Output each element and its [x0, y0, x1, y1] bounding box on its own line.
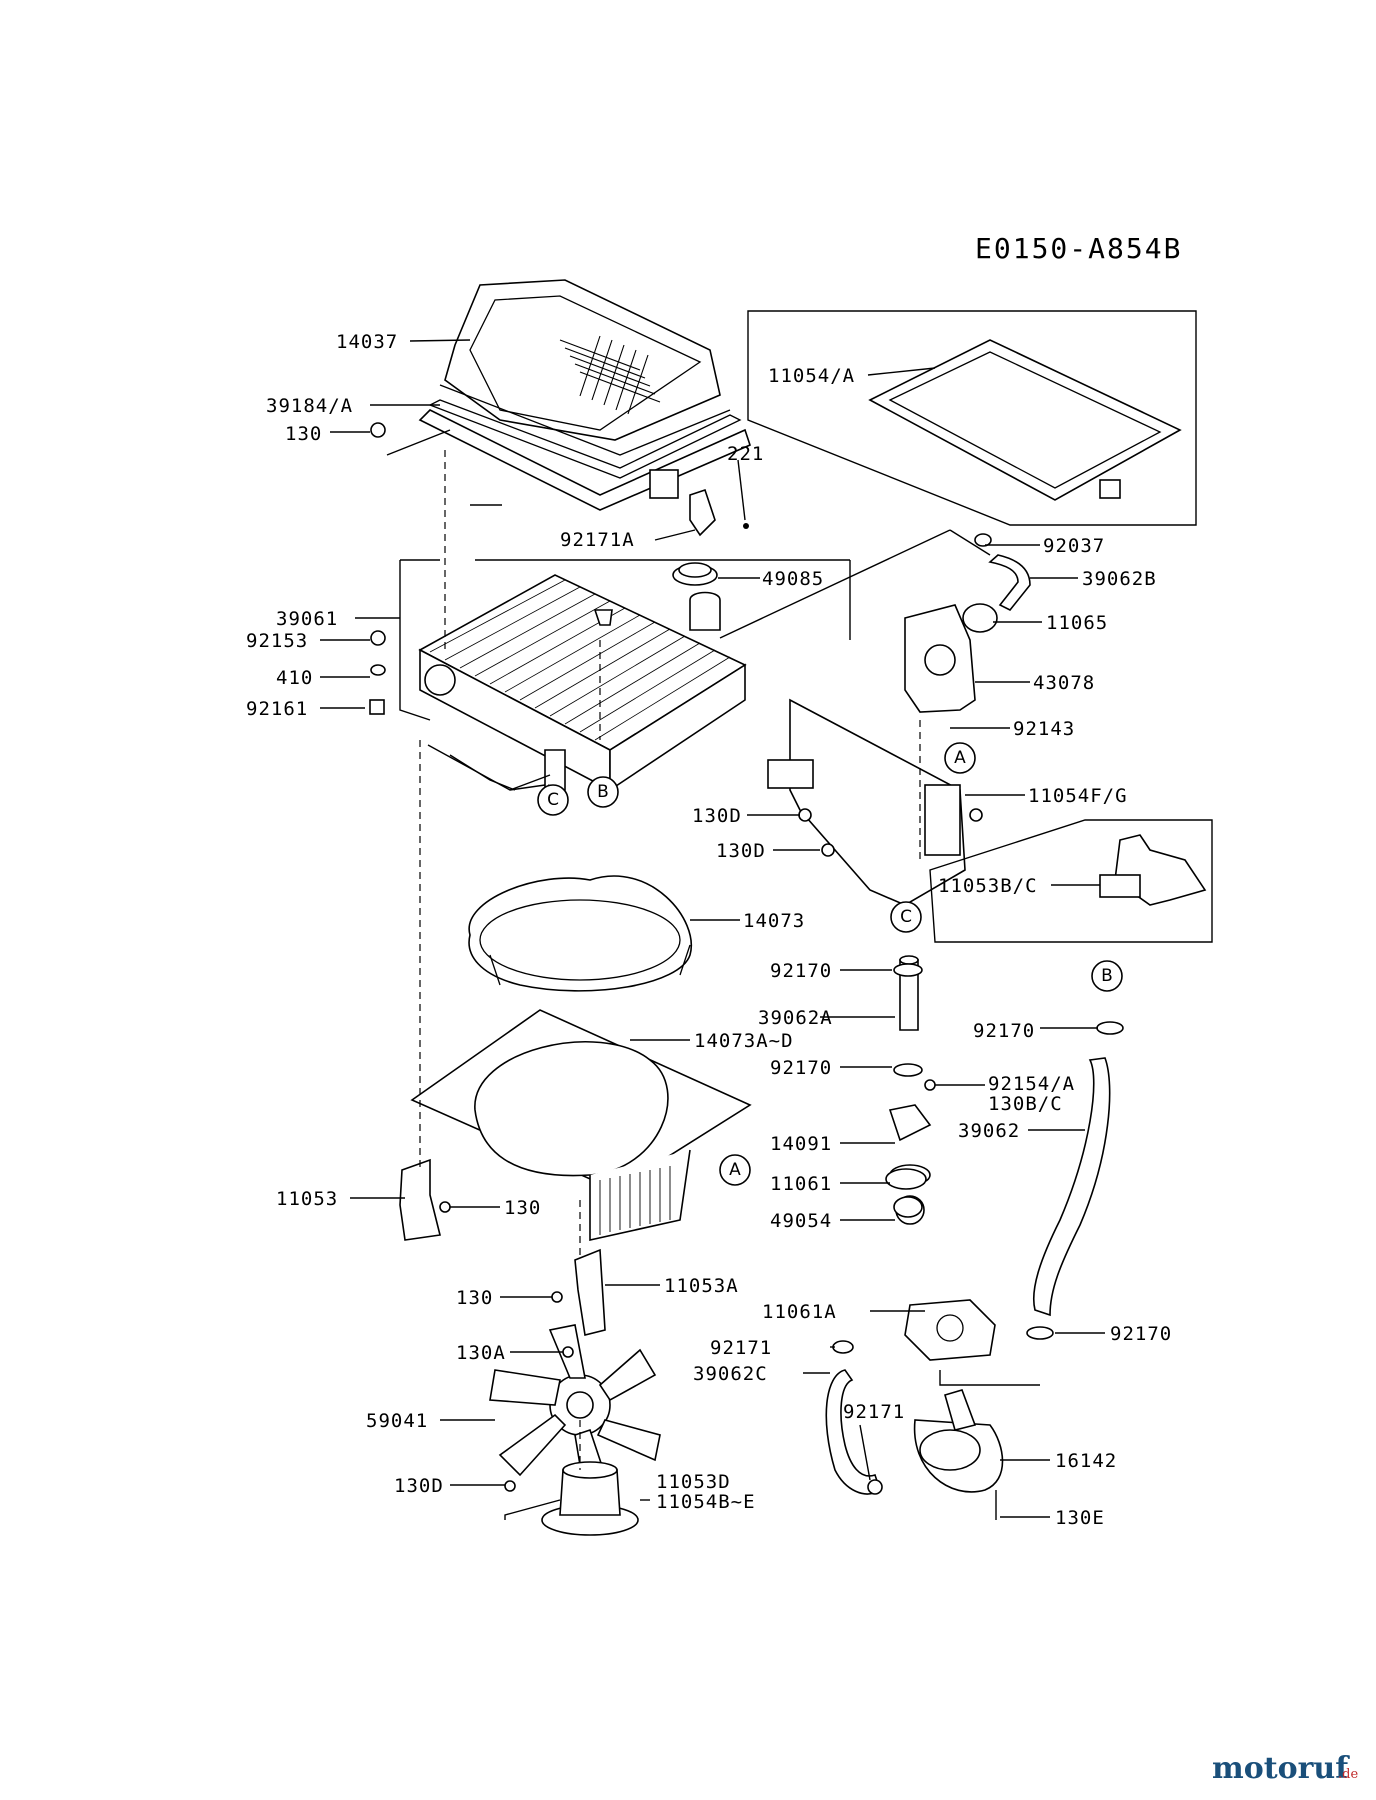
label-16142: 16142 — [1055, 1450, 1117, 1472]
label-130D-3: 130D — [394, 1475, 444, 1497]
label-130-top: 130 — [285, 423, 322, 445]
label-11061: 11061 — [770, 1173, 832, 1195]
label-92171A: 92171A — [560, 529, 635, 551]
label-43078: 43078 — [1033, 672, 1095, 694]
label-39062: 39062 — [958, 1120, 1020, 1142]
label-14073: 14073 — [743, 910, 805, 932]
label-49054: 49054 — [770, 1210, 832, 1232]
radiator-cover — [439, 279, 731, 456]
small-hardware — [369, 422, 1124, 1520]
label-130D-2: 130D — [716, 840, 766, 862]
svg-text:B: B — [597, 782, 609, 802]
diagram-code: E0150-A854B — [975, 232, 1182, 265]
radiator-cap — [672, 562, 718, 586]
label-39062A: 39062A — [758, 1007, 833, 1029]
label-92143: 92143 — [1013, 718, 1075, 740]
label-59041: 59041 — [366, 1410, 428, 1432]
label-11053A: 11053A — [664, 1275, 739, 1297]
callout-c-upper: C — [537, 784, 569, 816]
label-14091: 14091 — [770, 1133, 832, 1155]
inset-bracket-11053 — [929, 819, 1213, 943]
label-92170-3: 92170 — [973, 1020, 1035, 1042]
label-130D-1: 130D — [692, 805, 742, 827]
svg-text:B: B — [1101, 966, 1113, 986]
label-39061: 39061 — [276, 608, 338, 630]
bracket-plate — [767, 698, 983, 906]
label-11053BC: 11053B/C — [938, 875, 1038, 897]
gasket-frame — [428, 399, 742, 479]
svg-text:C: C — [547, 790, 559, 810]
label-92171-1: 92171 — [710, 1337, 772, 1359]
site-watermark: motoruf .de — [1212, 1751, 1358, 1786]
label-92170-4: 92170 — [1110, 1323, 1172, 1345]
label-14037: 14037 — [336, 331, 398, 353]
callout-c-lower: C — [890, 901, 922, 933]
water-pump — [904, 1299, 1004, 1493]
label-92154: 92154/A — [988, 1073, 1075, 1095]
label-92171-2: 92171 — [843, 1401, 905, 1423]
label-130BC: 130B/C — [988, 1093, 1063, 1115]
label-92153: 92153 — [246, 630, 308, 652]
svg-text:.de: .de — [1338, 1767, 1358, 1782]
fan-spacer — [541, 1461, 639, 1536]
label-14073AD: 14073A~D — [694, 1030, 794, 1052]
reservoir-tank — [904, 603, 998, 713]
svg-text:A: A — [729, 1160, 741, 1180]
label-11061A: 11061A — [762, 1301, 837, 1323]
label-130-mid: 130 — [504, 1197, 541, 1219]
label-11053: 11053 — [276, 1188, 338, 1210]
label-11054BE: 11054B~E — [656, 1491, 756, 1513]
callout-b-upper: B — [587, 776, 619, 808]
inset-frame-11054 — [747, 310, 1197, 526]
callout-a-lower: A — [719, 1154, 751, 1186]
label-410: 410 — [276, 667, 313, 689]
cover-frame — [418, 409, 751, 537]
label-92170-1: 92170 — [770, 960, 832, 982]
part-labels: 14037 39184/A 130 221 92171A 11054/A 920… — [246, 331, 1172, 1529]
label-11054: 11054/A — [768, 365, 855, 387]
leader-lines — [320, 339, 1105, 1518]
callout-b-lower: B — [1091, 960, 1123, 992]
radiator — [418, 574, 747, 792]
label-11054FG: 11054F/G — [1028, 785, 1128, 807]
svg-text:C: C — [900, 907, 912, 927]
bracket-11053A — [574, 1248, 606, 1336]
label-130-low: 130 — [456, 1287, 493, 1309]
label-39062C: 39062C — [693, 1363, 768, 1385]
fan-shroud — [468, 875, 693, 992]
svg-text:motoruf: motoruf — [1212, 1751, 1350, 1786]
label-39062B: 39062B — [1082, 568, 1157, 590]
callout-a-upper: A — [944, 742, 976, 774]
fan-housing — [410, 1009, 752, 1241]
label-92170-2: 92170 — [770, 1057, 832, 1079]
label-39184: 39184/A — [266, 395, 353, 417]
label-92037: 92037 — [1043, 535, 1105, 557]
label-221: 221 — [727, 443, 764, 465]
label-130E: 130E — [1055, 1507, 1105, 1529]
label-130A: 130A — [456, 1342, 506, 1364]
label-49085: 49085 — [762, 568, 824, 590]
label-11065: 11065 — [1046, 612, 1108, 634]
bracket-11053 — [399, 1158, 441, 1241]
overflow-hose — [988, 554, 1031, 612]
label-92161: 92161 — [246, 698, 308, 720]
label-11053D: 11053D — [656, 1471, 731, 1493]
svg-text:A: A — [954, 748, 966, 768]
